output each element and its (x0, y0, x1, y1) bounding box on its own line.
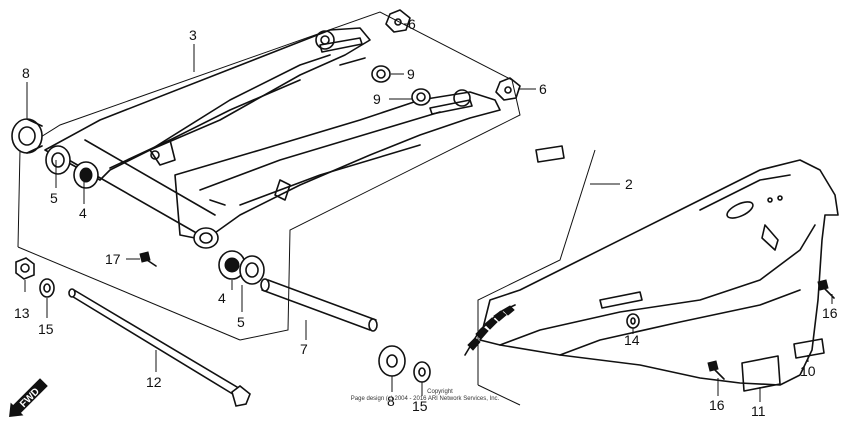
copyright-line-1: Copyright (427, 389, 453, 395)
callout-9: 9 (407, 66, 415, 82)
callout-12: 12 (146, 374, 162, 390)
copyright-notice: Copyright Page design (c) 2004 - 2016 AR… (351, 389, 500, 402)
callout-17: 17 (105, 251, 121, 267)
copyright-line-2: Page design (c) 2004 - 2016 ARI Network … (351, 396, 500, 402)
label-plate-11 (741, 355, 781, 392)
cap-6-lower (495, 77, 521, 101)
callout-15: 15 (412, 398, 428, 414)
fwd-arrow: FWD (9, 378, 48, 417)
washer-15-right (413, 361, 431, 383)
callout-13: 13 (14, 305, 30, 321)
bolt-17 (139, 251, 157, 267)
oil-seal-8 (11, 118, 43, 154)
washer-15-left (39, 278, 55, 298)
label-plate-10 (793, 338, 825, 359)
collar-9-upper (371, 65, 391, 83)
callout-8: 8 (22, 65, 30, 81)
chain-case-assembly (464, 145, 839, 406)
bushing-5-right (239, 255, 265, 285)
collar-9-lower (411, 88, 431, 106)
callout-numbers: 3 8 5 4 6 9 9 6 2 17 13 15 4 5 7 12 14 1… (14, 16, 838, 419)
callout-4: 4 (218, 290, 226, 306)
nut-13 (15, 257, 35, 280)
cap-6-upper (385, 9, 411, 33)
callout-7: 7 (300, 341, 308, 357)
bushing-5-left (45, 145, 71, 175)
pivot-shaft-7 (260, 278, 378, 332)
callout-16: 16 (822, 305, 838, 321)
callout-11: 11 (751, 403, 766, 419)
callout-4: 4 (79, 205, 87, 221)
callout-10: 10 (800, 363, 816, 379)
pivot-bolt-12 (68, 288, 251, 407)
callout-14: 14 (624, 332, 640, 348)
callout-6: 6 (408, 16, 416, 32)
oil-seal-8-lower (378, 345, 406, 377)
callout-8: 8 (387, 393, 395, 409)
callout-15: 15 (38, 321, 54, 337)
needle-bearing-4-left (73, 161, 99, 189)
callout-2: 2 (625, 176, 633, 192)
callout-5: 5 (237, 314, 245, 330)
bolt-16-lower (707, 360, 725, 380)
callout-3: 3 (189, 27, 197, 43)
leader-lines (24, 23, 833, 402)
callout-16: 16 (709, 397, 725, 413)
callout-6: 6 (539, 81, 547, 97)
callout-9: 9 (373, 91, 381, 107)
callout-5: 5 (50, 190, 58, 206)
